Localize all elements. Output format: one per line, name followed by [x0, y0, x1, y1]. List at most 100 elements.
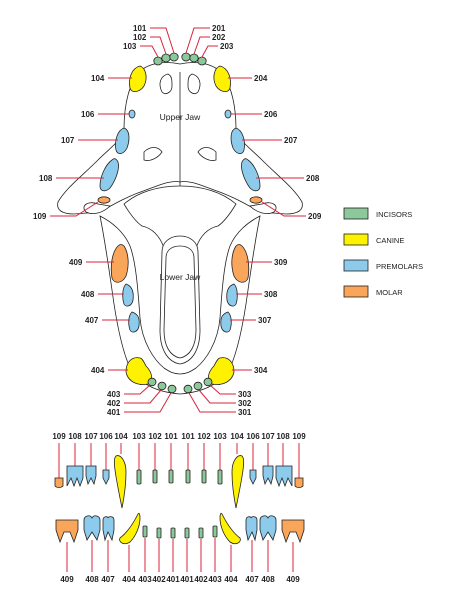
tooth-309[interactable] [231, 244, 250, 283]
label-108: 108 [39, 174, 53, 183]
label-103: 103 [123, 42, 137, 51]
tooth-207[interactable] [230, 127, 245, 154]
tooth-202[interactable] [189, 53, 199, 63]
lower-side-tooth-408-left[interactable] [83, 515, 101, 541]
tooth-103[interactable] [153, 56, 163, 66]
tooth-403[interactable] [147, 377, 157, 387]
tooth-201[interactable] [181, 52, 191, 62]
upper-side-tooth-103-right[interactable] [217, 469, 223, 485]
leader-203 [201, 45, 218, 58]
tooth-104[interactable] [129, 65, 147, 92]
leader-103 [140, 45, 159, 58]
lower-side-tooth-408-right[interactable] [259, 515, 277, 541]
lower-side-tooth-404-right[interactable] [219, 512, 241, 545]
upper-row-label: 107 [84, 432, 98, 441]
leader-301 [188, 392, 236, 413]
tooth-102[interactable] [161, 53, 171, 63]
lower-row-label: 407 [245, 575, 259, 584]
lower-side-tooth-403-left[interactable] [142, 525, 148, 538]
upper-side-tooth-104-left[interactable] [113, 455, 127, 509]
lower-side-tooth-403-right[interactable] [212, 525, 218, 538]
tooth-106[interactable] [128, 109, 136, 119]
lower-side-tooth-401-left[interactable] [170, 527, 176, 539]
upper-side-tooth-101-left[interactable] [168, 469, 174, 484]
upper-side-tooth-104-right[interactable] [231, 455, 245, 509]
tooth-408[interactable] [122, 283, 134, 307]
label-109: 109 [33, 212, 47, 221]
legend: INCISORS CANINE PREMOLARS MOLAR [343, 207, 423, 298]
upper-side-tooth-102-right[interactable] [201, 469, 207, 484]
upper-side-tooth-106-right[interactable] [249, 469, 257, 485]
label-401: 401 [107, 408, 121, 417]
tooth-303[interactable] [203, 377, 213, 387]
label-307: 307 [258, 316, 272, 325]
lower-arcade-row: 409 408 407 404 403 402 401 401 402 403 … [55, 512, 305, 584]
tooth-402[interactable] [157, 381, 167, 391]
upper-row-label: 104 [114, 432, 128, 441]
lower-jaw-label: Lower Jaw [160, 272, 201, 282]
label-404: 404 [91, 366, 105, 375]
lower-row-label: 402 [152, 575, 166, 584]
tooth-409[interactable] [110, 244, 129, 283]
lower-row-label: 408 [261, 575, 275, 584]
legend-label-molar: MOLAR [376, 288, 403, 297]
tooth-404[interactable] [125, 357, 152, 385]
upper-jaw-teeth [97, 52, 263, 204]
upper-side-tooth-107-left[interactable] [85, 465, 97, 486]
upper-row-label: 108 [276, 432, 290, 441]
upper-side-tooth-101-right[interactable] [185, 469, 191, 484]
tooth-308[interactable] [226, 283, 238, 307]
tooth-301[interactable] [183, 384, 193, 394]
lower-row-label: 408 [85, 575, 99, 584]
leader-202 [193, 36, 210, 55]
upper-side-tooth-103-left[interactable] [136, 469, 142, 485]
tooth-204[interactable] [213, 65, 231, 92]
label-106: 106 [81, 110, 95, 119]
upper-row-label: 104 [230, 432, 244, 441]
label-208: 208 [306, 174, 320, 183]
upper-row-label: 109 [52, 432, 66, 441]
lower-side-tooth-402-right[interactable] [198, 527, 204, 539]
label-209: 209 [308, 212, 322, 221]
upper-side-tooth-102-left[interactable] [152, 469, 158, 484]
zygomatic-arch-right [249, 202, 277, 214]
lower-side-tooth-407-right[interactable] [245, 516, 258, 542]
tooth-101[interactable] [169, 52, 179, 62]
skull-outline [57, 62, 303, 395]
upper-side-tooth-108-left[interactable] [66, 465, 84, 488]
upper-arcade-row: 109 108 107 106 104 103 102 101 101 102 … [52, 432, 306, 509]
lower-side-tooth-402-left[interactable] [156, 527, 162, 539]
tooth-206[interactable] [224, 109, 232, 119]
legend-label-incisors: INCISORS [376, 210, 412, 219]
palatine-fissure-left [143, 147, 163, 161]
tooth-203[interactable] [197, 56, 207, 66]
tooth-401[interactable] [167, 384, 177, 394]
upper-side-tooth-107-right[interactable] [262, 465, 274, 486]
upper-side-tooth-108-right[interactable] [275, 465, 293, 488]
tooth-302[interactable] [193, 381, 203, 391]
lower-row-label: 401 [180, 575, 194, 584]
lower-side-tooth-409-right[interactable] [281, 519, 305, 544]
tooth-108[interactable] [99, 158, 119, 192]
upper-row-label: 101 [181, 432, 195, 441]
tooth-209[interactable] [249, 196, 263, 204]
lower-side-tooth-409-left[interactable] [55, 519, 79, 544]
label-309: 309 [274, 258, 288, 267]
lower-side-tooth-404-left[interactable] [119, 512, 141, 545]
upper-side-tooth-109-right[interactable] [294, 477, 304, 488]
lower-side-tooth-401-right[interactable] [184, 527, 190, 539]
tooth-208[interactable] [241, 158, 261, 192]
lower-row-label: 403 [138, 575, 152, 584]
upper-side-tooth-109-left[interactable] [54, 477, 64, 488]
label-302: 302 [238, 399, 252, 408]
leader-201 [185, 27, 210, 54]
legend-label-canine: CANINE [376, 236, 404, 245]
lower-side-tooth-407-left[interactable] [102, 516, 115, 542]
upper-side-tooth-106-left[interactable] [102, 469, 110, 485]
tooth-107[interactable] [115, 127, 130, 154]
tooth-109[interactable] [97, 196, 111, 204]
upper-jaw-label: Upper Jaw [160, 112, 201, 122]
tooth-304[interactable] [208, 357, 235, 385]
